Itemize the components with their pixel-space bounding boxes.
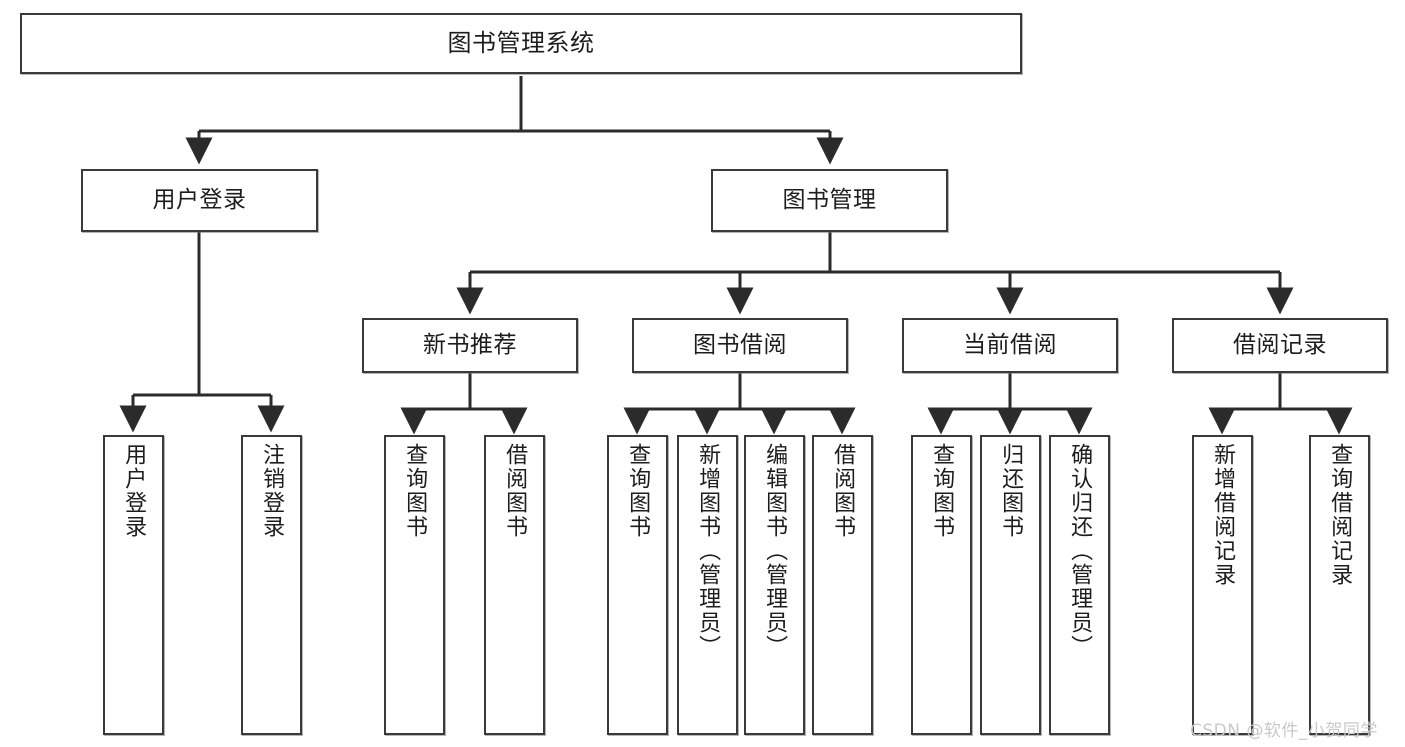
leaf-edit-book-admin[interactable]: 编辑图书（管理员） [744,435,805,735]
node-label: 查询图书 [929,443,955,539]
leaf-borrow-book-recommend[interactable]: 借阅图书 [484,435,545,735]
node-label: 新增图书（管理员） [695,443,721,659]
node-label: 查询借阅记录 [1327,443,1353,587]
leaf-query-borrow-record[interactable]: 查询借阅记录 [1309,435,1370,735]
node-label: 编辑图书（管理员） [762,443,788,659]
node-borrow-record[interactable]: 借阅记录 [1172,318,1388,373]
node-label: 用户登录 [152,186,247,213]
leaf-query-book-recommend[interactable]: 查询图书 [384,435,445,735]
node-label: 确认归还（管理员） [1067,443,1093,659]
node-book-borrow[interactable]: 图书借阅 [632,318,848,373]
node-label: 借阅图书 [830,443,856,539]
node-label: 注销登录 [259,443,285,539]
node-book-management[interactable]: 图书管理 [711,169,948,232]
node-label: 借阅记录 [1233,331,1327,358]
leaf-confirm-return-admin[interactable]: 确认归还（管理员） [1049,435,1110,735]
leaf-user-login[interactable]: 用户登录 [103,435,164,735]
node-label: 新书推荐 [423,331,517,358]
node-label: 查询图书 [402,443,428,539]
node-label: 归还图书 [998,443,1024,539]
node-label: 用户登录 [121,443,147,539]
leaf-borrow-book[interactable]: 借阅图书 [812,435,873,735]
node-label: 图书借阅 [693,331,787,358]
node-label: 当前借阅 [963,331,1057,358]
node-label: 图书管理系统 [447,29,595,58]
node-current-borrow[interactable]: 当前借阅 [902,318,1118,373]
leaf-add-borrow-record[interactable]: 新增借阅记录 [1192,435,1253,735]
node-book-management-system[interactable]: 图书管理系统 [20,13,1022,74]
node-new-book-recommend[interactable]: 新书推荐 [362,318,578,373]
leaf-query-book-borrow[interactable]: 查询图书 [607,435,668,735]
leaf-add-book-admin[interactable]: 新增图书（管理员） [677,435,738,735]
node-label: 新增借阅记录 [1210,443,1236,587]
leaf-logout[interactable]: 注销登录 [241,435,302,735]
node-label: 查询图书 [625,443,651,539]
leaf-query-book-current[interactable]: 查询图书 [911,435,972,735]
leaf-return-book[interactable]: 归还图书 [980,435,1041,735]
node-label: 借阅图书 [502,443,528,539]
node-user-login[interactable]: 用户登录 [81,169,318,232]
node-label: 图书管理 [782,186,877,213]
